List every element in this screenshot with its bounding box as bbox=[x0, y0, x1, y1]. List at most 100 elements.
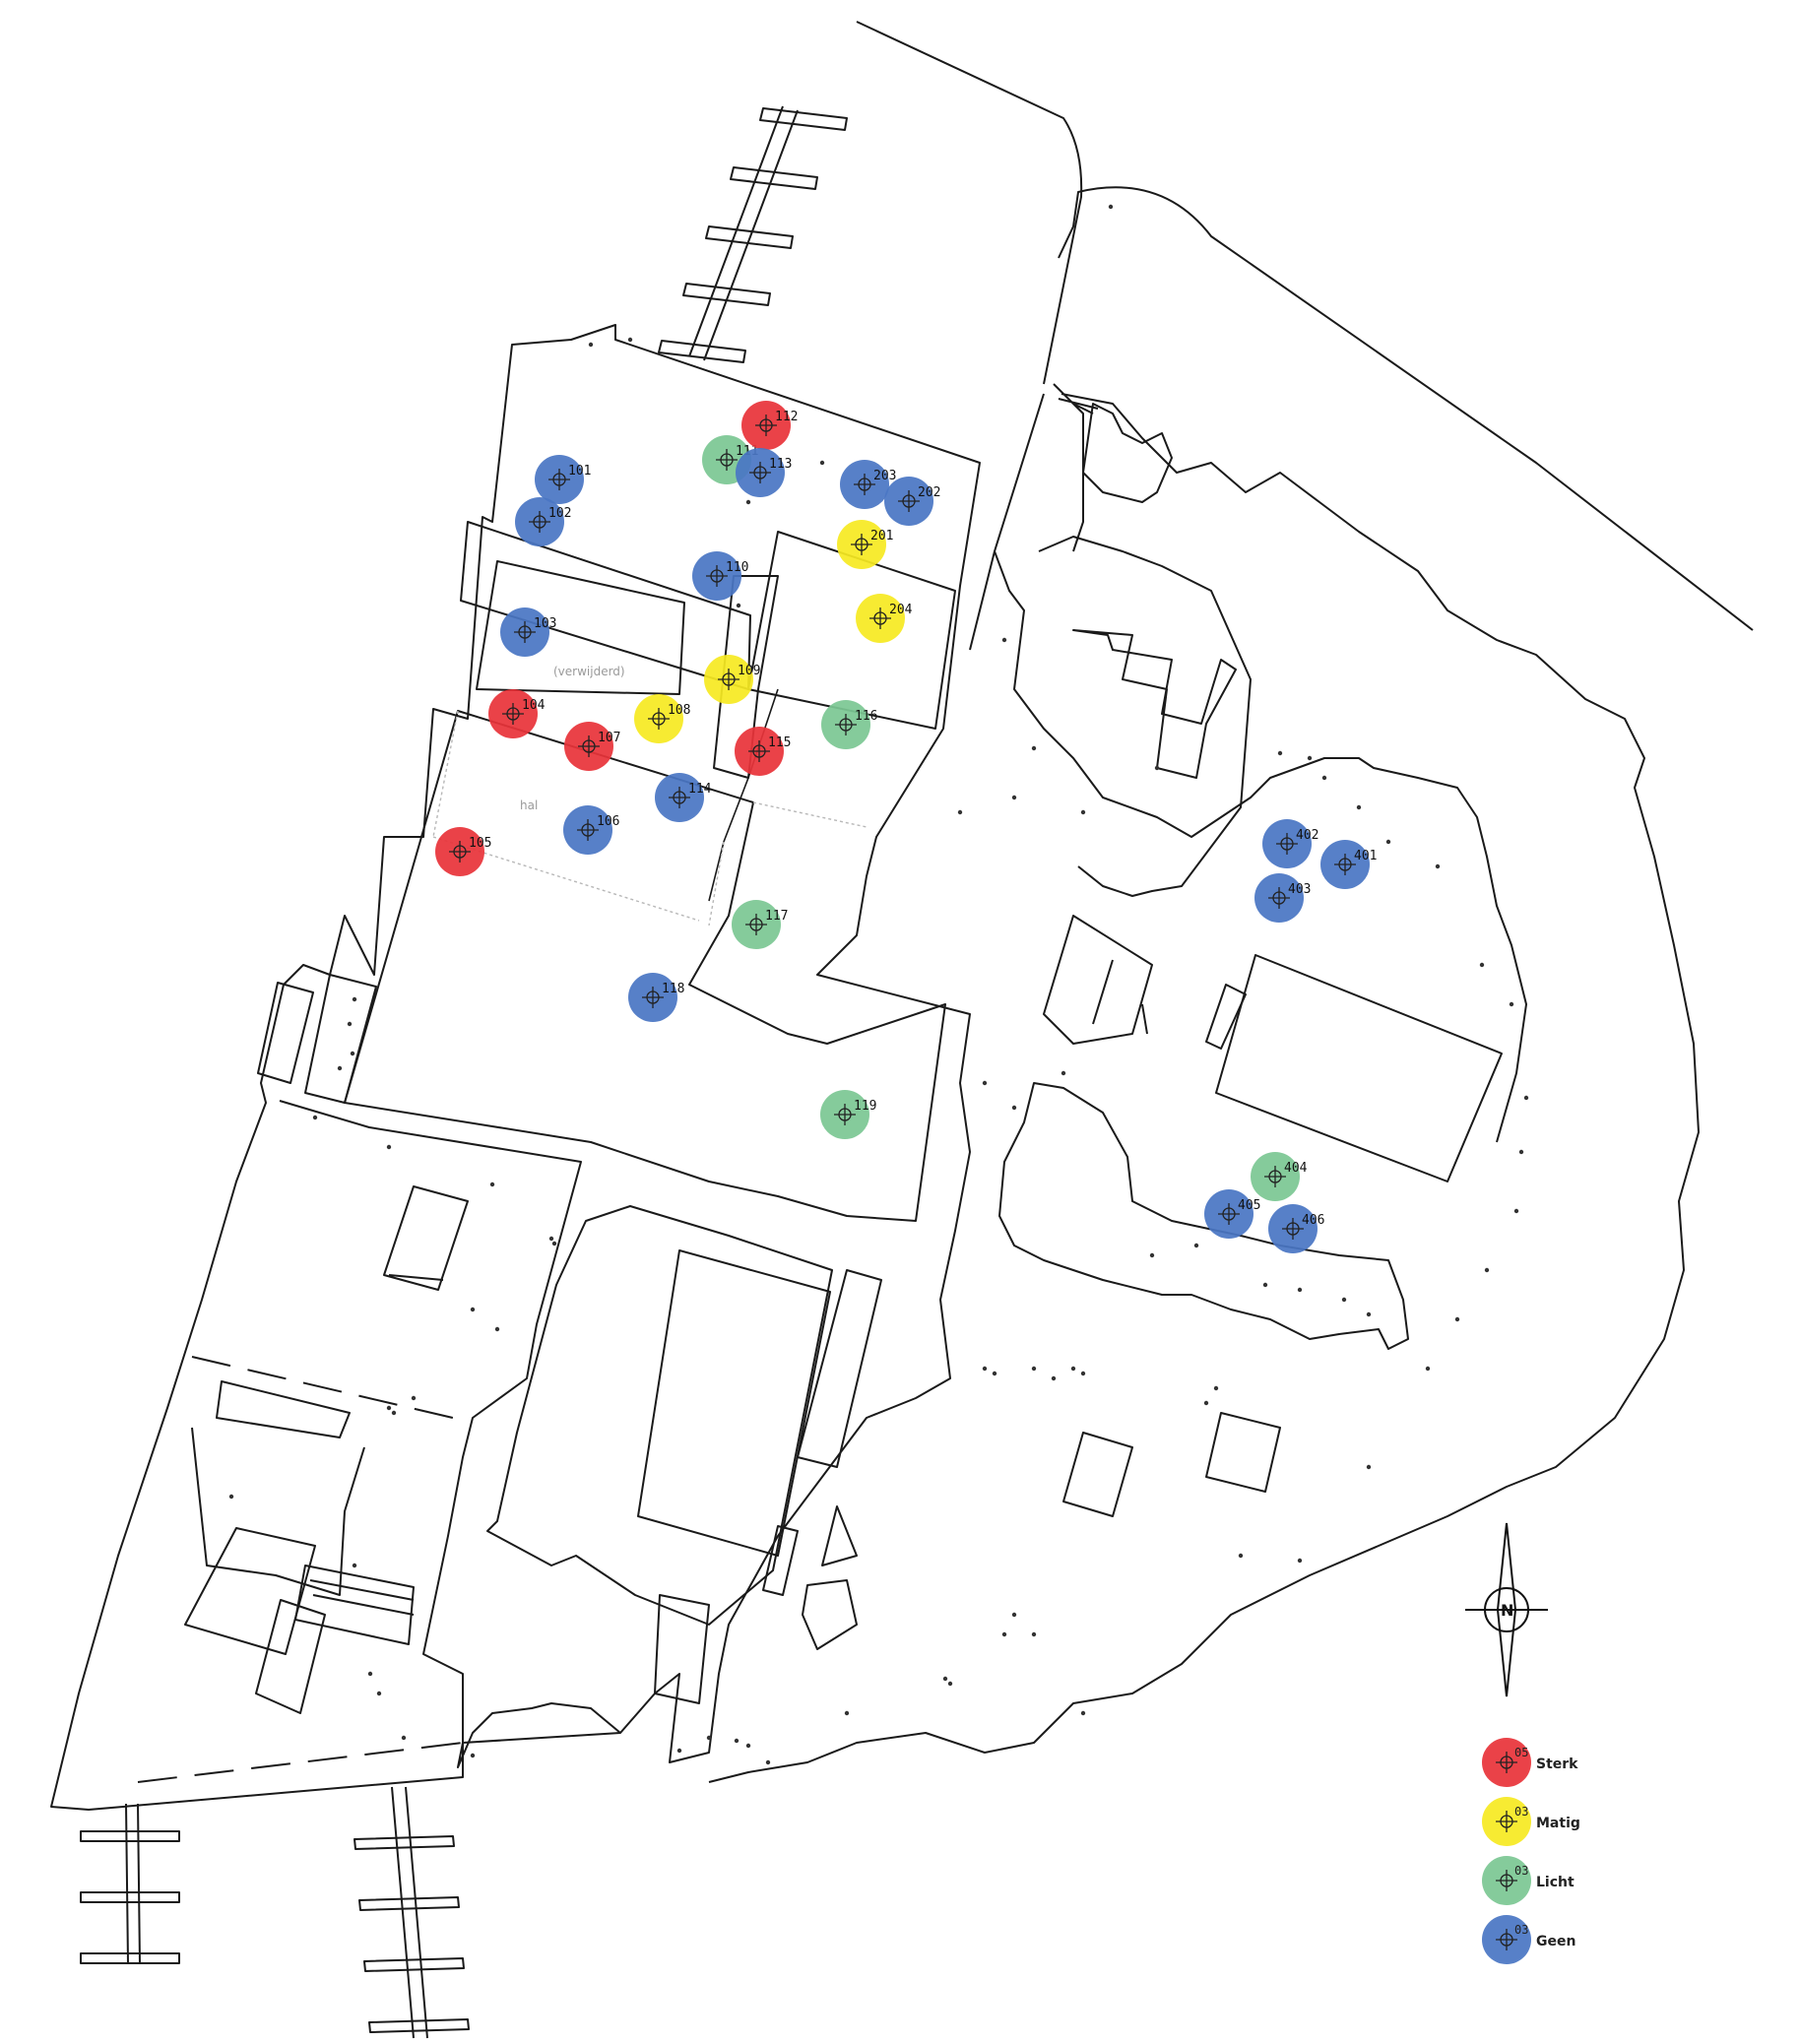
building-sw-1 bbox=[216, 1380, 351, 1438]
label-hall: hal bbox=[520, 798, 538, 812]
sample-point-103[interactable]: 103 bbox=[500, 607, 556, 657]
sample-point-109[interactable]: 109 bbox=[704, 655, 760, 704]
point-crosshair bbox=[834, 1104, 856, 1125]
point-crosshair bbox=[718, 669, 739, 690]
point-label: 115 bbox=[768, 735, 791, 750]
sample-point-101[interactable]: 101 bbox=[535, 455, 591, 504]
sample-point-202[interactable]: 202 bbox=[884, 477, 940, 526]
point-label: 101 bbox=[568, 464, 591, 479]
shoreline bbox=[708, 393, 1700, 1783]
dashed-path-south bbox=[137, 1742, 464, 1783]
point-label: 103 bbox=[534, 616, 556, 631]
sample-point-201[interactable]: 201 bbox=[837, 520, 893, 569]
point-label: 403 bbox=[1288, 882, 1311, 897]
point-crosshair bbox=[1276, 833, 1298, 855]
sample-point-113[interactable]: 113 bbox=[736, 448, 792, 497]
sample-point-107[interactable]: 107 bbox=[564, 722, 620, 771]
south-pier-west bbox=[80, 1803, 180, 1965]
east-yard-outline bbox=[998, 1082, 1409, 1350]
legend-code: 05 bbox=[1514, 1746, 1528, 1759]
compass-rose: N bbox=[1465, 1522, 1548, 1697]
sample-point-102[interactable]: 102 bbox=[515, 497, 571, 546]
sample-point-406[interactable]: 406 bbox=[1268, 1204, 1324, 1253]
point-label: 201 bbox=[870, 529, 893, 543]
point-crosshair bbox=[1334, 854, 1356, 875]
point-crosshair bbox=[748, 740, 770, 762]
yard-square-2 bbox=[1205, 1412, 1281, 1493]
sample-point-204[interactable]: 204 bbox=[856, 594, 913, 643]
sample-point-203[interactable]: 203 bbox=[840, 460, 896, 509]
point-label: 203 bbox=[873, 469, 896, 483]
point-crosshair bbox=[648, 708, 670, 730]
shed-west-2 bbox=[304, 974, 377, 1104]
yard-triangle bbox=[1043, 915, 1153, 1045]
sample-point-114[interactable]: 114 bbox=[655, 773, 712, 822]
legend-label: Matig bbox=[1536, 1816, 1580, 1831]
north-pier bbox=[658, 105, 848, 363]
building-sw-4 bbox=[255, 1599, 326, 1714]
point-crosshair bbox=[716, 449, 738, 471]
point-label: 202 bbox=[918, 485, 940, 500]
point-label: 108 bbox=[668, 703, 690, 718]
point-label: 114 bbox=[688, 782, 712, 797]
point-label: 116 bbox=[855, 709, 877, 724]
river-outer-line bbox=[1058, 186, 1754, 631]
sample-point-105[interactable]: 105 bbox=[435, 827, 491, 876]
point-crosshair bbox=[529, 511, 550, 533]
point-crosshair bbox=[745, 914, 767, 935]
point-crosshair bbox=[1496, 1929, 1517, 1950]
point-label: 406 bbox=[1302, 1213, 1324, 1228]
sample-point-116[interactable]: 116 bbox=[821, 700, 877, 749]
point-crosshair bbox=[706, 565, 728, 587]
yard-block-1 bbox=[797, 1269, 882, 1468]
sample-point-119[interactable]: 119 bbox=[820, 1090, 876, 1139]
sample-point-402[interactable]: 402 bbox=[1262, 819, 1318, 868]
compass-needle bbox=[1496, 1522, 1517, 1697]
point-label: 112 bbox=[775, 410, 798, 424]
yard-rocks bbox=[762, 1505, 858, 1650]
building-sw-5 bbox=[294, 1565, 415, 1645]
sample-point-115[interactable]: 115 bbox=[735, 727, 791, 776]
sample-point-403[interactable]: 403 bbox=[1254, 873, 1311, 923]
building-sw-2 bbox=[191, 1427, 365, 1596]
building-east-north bbox=[1072, 629, 1237, 779]
sample-point-112[interactable]: 112 bbox=[741, 401, 798, 450]
sample-point-110[interactable]: 110 bbox=[692, 551, 748, 601]
point-crosshair bbox=[1282, 1218, 1304, 1240]
warehouse-main bbox=[486, 1205, 833, 1626]
point-crosshair bbox=[578, 735, 600, 757]
sample-point-405[interactable]: 405 bbox=[1204, 1189, 1260, 1239]
point-crosshair bbox=[854, 474, 875, 495]
point-crosshair bbox=[449, 841, 471, 862]
sample-point-117[interactable]: 117 bbox=[732, 900, 788, 949]
point-label: 119 bbox=[854, 1099, 876, 1114]
point-crosshair bbox=[755, 415, 777, 436]
warehouse-main-inner bbox=[637, 1249, 831, 1557]
sample-point-108[interactable]: 108 bbox=[634, 694, 690, 743]
east-road-inner bbox=[1038, 536, 1252, 897]
river-bank-line bbox=[856, 21, 1083, 385]
site-boundary bbox=[50, 324, 981, 1811]
hall-divider bbox=[432, 710, 868, 926]
building-hall bbox=[344, 710, 946, 1222]
point-crosshair bbox=[642, 987, 664, 1008]
point-crosshair bbox=[869, 607, 891, 629]
point-crosshair bbox=[1268, 887, 1290, 909]
sample-point-118[interactable]: 118 bbox=[628, 973, 684, 1022]
point-label: 106 bbox=[597, 814, 619, 829]
sample-point-401[interactable]: 401 bbox=[1320, 840, 1377, 889]
sample-points: 1011021031041051061071081091101111121131… bbox=[435, 401, 1377, 1253]
point-label: 402 bbox=[1296, 828, 1318, 843]
legend-code: 03 bbox=[1514, 1805, 1528, 1819]
building-removed bbox=[476, 560, 685, 695]
nw-inner-block bbox=[1082, 403, 1173, 503]
sample-point-104[interactable]: 104 bbox=[488, 689, 546, 738]
legend-label: Licht bbox=[1536, 1875, 1575, 1890]
sample-point-404[interactable]: 404 bbox=[1251, 1152, 1308, 1201]
sample-point-106[interactable]: 106 bbox=[563, 805, 619, 855]
point-label: 102 bbox=[548, 506, 571, 521]
